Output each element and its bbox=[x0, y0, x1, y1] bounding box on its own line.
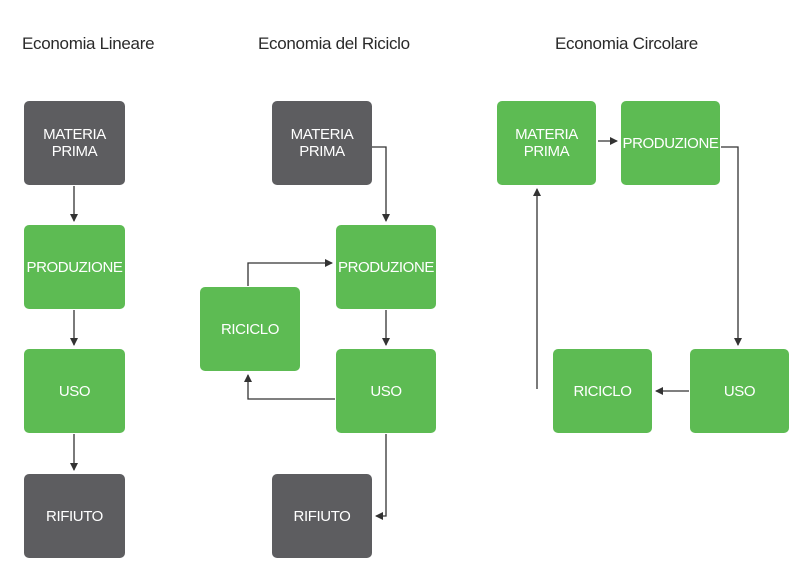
lineare-produzione-box: PRODUZIONE bbox=[24, 225, 125, 309]
arrow-riciclo-riciclo-to-produzione bbox=[247, 259, 333, 286]
title-economia-circolare: Economia Circolare bbox=[555, 34, 698, 53]
riciclo-rifiuto-box: RIFIUTO bbox=[272, 474, 372, 558]
lineare-uso-box: USO bbox=[24, 349, 125, 433]
title-economia-lineare: Economia Lineare bbox=[22, 34, 155, 53]
lineare-materia-prima-box: MATERIA PRIMA bbox=[24, 101, 125, 185]
circolare-produzione-box: PRODUZIONE bbox=[621, 101, 720, 185]
riciclo-riciclo-box: RICICLO bbox=[200, 287, 300, 371]
title-economia-del-riciclo: Economia del Riciclo bbox=[258, 34, 410, 53]
circolare-materia-prima-box: MATERIA PRIMA bbox=[497, 101, 596, 185]
riciclo-materia-prima-box: MATERIA PRIMA bbox=[272, 101, 372, 185]
riciclo-produzione-box: PRODUZIONE bbox=[336, 225, 436, 309]
arrow-circolare-produzione-to-uso bbox=[721, 146, 742, 346]
lineare-rifiuto-box: RIFIUTO bbox=[24, 474, 125, 558]
arrow-riciclo-uso-to-riciclo bbox=[244, 374, 335, 400]
arrow-riciclo-materia-to-produzione bbox=[372, 146, 390, 222]
circolare-uso-box: USO bbox=[690, 349, 789, 433]
circolare-riciclo-box: RICICLO bbox=[553, 349, 652, 433]
riciclo-uso-box: USO bbox=[336, 349, 436, 433]
arrow-riciclo-uso-to-rifiuto bbox=[375, 434, 387, 520]
